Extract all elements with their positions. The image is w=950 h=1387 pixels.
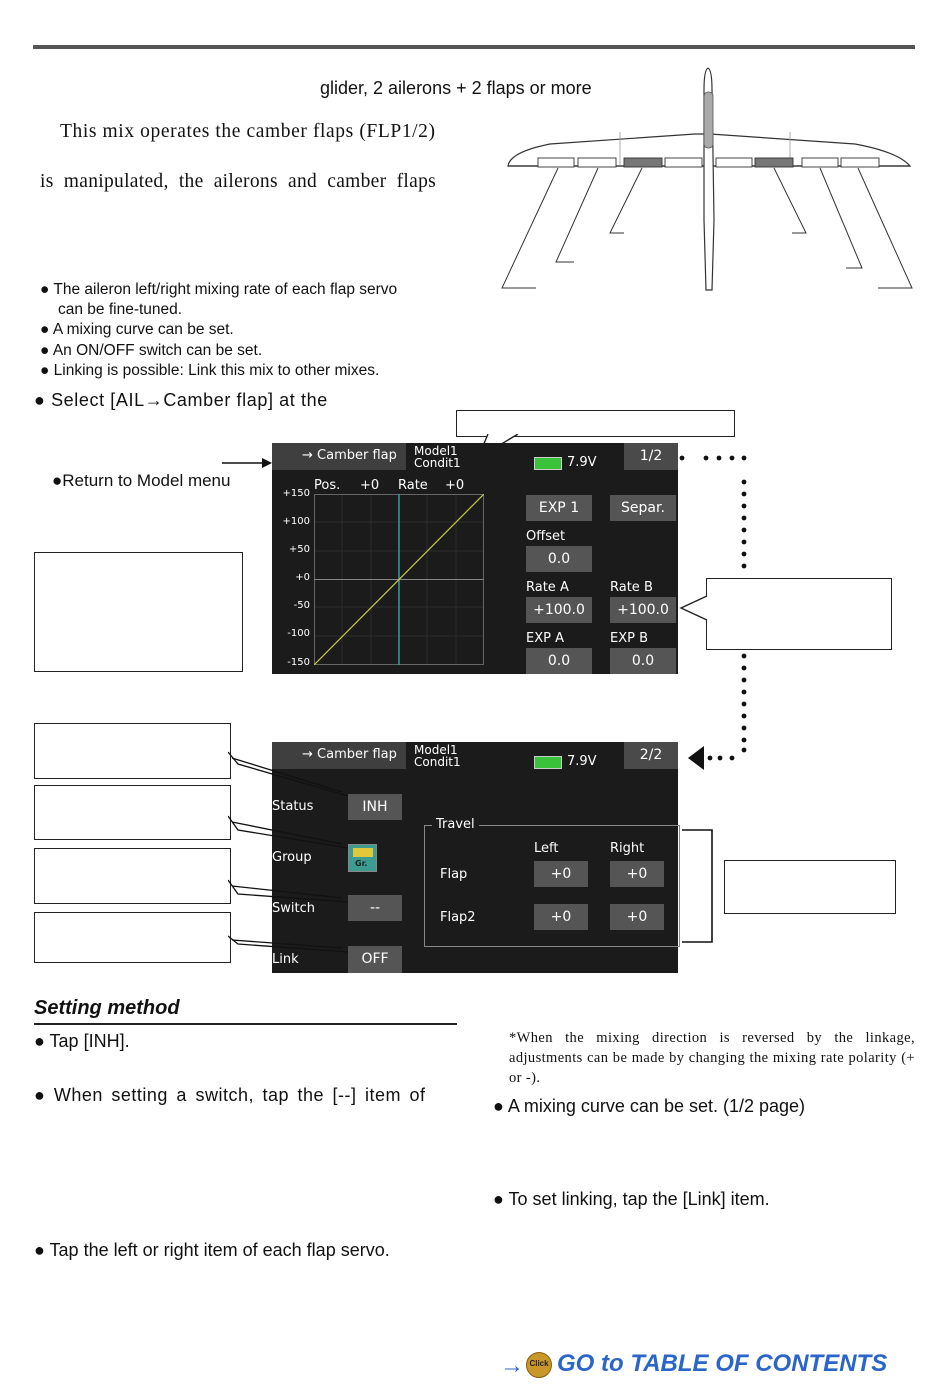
group-label: Group — [272, 850, 312, 865]
offset-label: Offset — [526, 529, 566, 544]
mixing-curve-graph[interactable] — [314, 494, 484, 665]
callout-box-status — [34, 723, 231, 779]
battery-icon — [534, 457, 562, 470]
glider-wing-illustration — [501, 67, 913, 291]
top-rule — [33, 45, 915, 49]
screen2-title: → Camber flap — [302, 747, 397, 762]
screen2-title-bar[interactable]: → Camber flap — [272, 742, 406, 769]
callout-box-link — [34, 912, 231, 963]
callout-box-rate — [706, 578, 892, 650]
switch-label: Switch — [272, 901, 315, 916]
rate-b-label: Rate B — [610, 580, 653, 595]
exp-b-label: EXP B — [610, 631, 649, 646]
click-badge-text: Click — [529, 1359, 549, 1368]
feature-4: ● Linking is possible: Link this mix to … — [40, 362, 380, 379]
screen2-model: Model1 — [414, 743, 458, 757]
group-icon[interactable]: Gr. — [348, 844, 377, 872]
y-tick: -50 — [293, 600, 310, 611]
y-tick: -150 — [287, 657, 310, 668]
feature-1-cont: can be fine-tuned. — [58, 301, 183, 318]
setting-bullet-5: ● To set linking, tap the [Link] item. — [493, 1189, 770, 1209]
callout-box-left — [34, 552, 243, 672]
setting-bullet-3: ● Tap the left or right item of each fla… — [34, 1240, 390, 1260]
right-column-label: Right — [610, 841, 645, 856]
link-label: Link — [272, 952, 299, 967]
feature-2: ● A mixing curve can be set. — [40, 321, 234, 338]
group-icon-text: Gr. — [355, 859, 368, 868]
rate-value: +0 — [445, 478, 465, 493]
y-tick: +150 — [282, 488, 310, 499]
status-inh-button[interactable]: INH — [348, 794, 402, 820]
intro-line-1: This mix operates the camber flaps (FLP1… — [60, 121, 436, 142]
exp1-button[interactable]: EXP 1 — [526, 495, 592, 521]
callout-leader-lines — [228, 751, 349, 953]
y-tick: +0 — [295, 572, 310, 583]
setting-bullet-2: ● When setting a switch, tap the [--] it… — [34, 1085, 426, 1105]
return-label: ●Return to Model menu — [52, 471, 231, 490]
exp-b-value[interactable]: 0.0 — [610, 648, 676, 674]
intro-line-2: is manipulated, the ailerons and camber … — [40, 171, 437, 192]
screen1-title-bar[interactable]: → Camber flap — [272, 443, 406, 470]
feature-3: ● An ON/OFF switch can be set. — [40, 342, 263, 359]
screen1-title: → Camber flap — [302, 448, 397, 463]
toc-link[interactable]: GO to TABLE OF CONTENTS — [557, 1350, 888, 1377]
screen1-battery: 7.9V — [567, 455, 597, 470]
offset-value[interactable]: 0.0 — [526, 546, 592, 572]
page-flow-dots — [679, 455, 747, 770]
exp-a-value[interactable]: 0.0 — [526, 648, 592, 674]
screen2-page-button[interactable]: 2/2 — [624, 742, 678, 769]
setting-method-heading: Setting method — [34, 997, 180, 1019]
pos-label: Pos. — [314, 478, 341, 493]
flap2-label: Flap2 — [440, 910, 476, 925]
flap-label: Flap — [440, 867, 468, 882]
callout-box-top — [456, 410, 735, 437]
callout-box-group — [34, 785, 231, 840]
screen1-page-button[interactable]: 1/2 — [624, 443, 678, 470]
setting-bullet-1: ● Tap [INH]. — [34, 1031, 130, 1051]
toc-arrow-icon: → — [500, 1352, 524, 1379]
callout-box-travel — [724, 860, 896, 914]
callout-box-switch — [34, 848, 231, 904]
screen1-condition[interactable]: Condit1 — [414, 456, 461, 470]
pos-value: +0 — [360, 478, 380, 493]
flap2-left-value[interactable]: +0 — [534, 904, 588, 930]
y-tick: +50 — [288, 544, 310, 555]
click-badge-icon[interactable]: Click — [526, 1352, 552, 1378]
battery-icon — [534, 756, 562, 769]
screen-page-1: → Camber flap Model1 Condit1 7.9V 1/2 Po… — [272, 443, 678, 674]
setting-bullet-4: ● A mixing curve can be set. (1/2 page) — [493, 1096, 806, 1116]
screen2-condition[interactable]: Condit1 — [414, 755, 461, 769]
rate-a-label: Rate A — [526, 580, 569, 595]
screen2-battery: 7.9V — [567, 754, 597, 769]
reversal-note: *When the mixing direction is reversed b… — [509, 1030, 915, 1086]
switch-button[interactable]: -- — [348, 895, 402, 921]
left-column-label: Left — [534, 841, 559, 856]
exp-a-label: EXP A — [526, 631, 564, 646]
flap-left-value[interactable]: +0 — [534, 861, 588, 887]
status-label: Status — [272, 799, 314, 814]
screen-page-2: → Camber flap Model1 Condit1 7.9V 2/2 St… — [272, 742, 680, 973]
rate-b-value[interactable]: +100.0 — [610, 597, 676, 623]
feature-1: ● The aileron left/right mixing rate of … — [40, 281, 398, 298]
y-tick: +100 — [282, 516, 310, 527]
flap-right-value[interactable]: +0 — [610, 861, 664, 887]
select-instruction: ● Select [AIL→Camber flap] at the — [34, 390, 328, 410]
callout-pointer-rate — [679, 595, 708, 621]
link-off-button[interactable]: OFF — [348, 946, 402, 973]
separ-button[interactable]: Separ. — [610, 495, 676, 521]
travel-label: Travel — [432, 817, 479, 832]
travel-group-box — [424, 825, 680, 947]
heading-rule — [34, 1023, 457, 1025]
model-type-line: glider, 2 ailerons + 2 flaps or more — [320, 78, 592, 98]
rate-label: Rate — [398, 478, 428, 493]
y-tick: -100 — [287, 628, 310, 639]
rate-a-value[interactable]: +100.0 — [526, 597, 592, 623]
arrow-right-icon — [222, 458, 272, 468]
travel-bracket — [682, 829, 713, 943]
screen1-model: Model1 — [414, 444, 458, 458]
flap2-right-value[interactable]: +0 — [610, 904, 664, 930]
